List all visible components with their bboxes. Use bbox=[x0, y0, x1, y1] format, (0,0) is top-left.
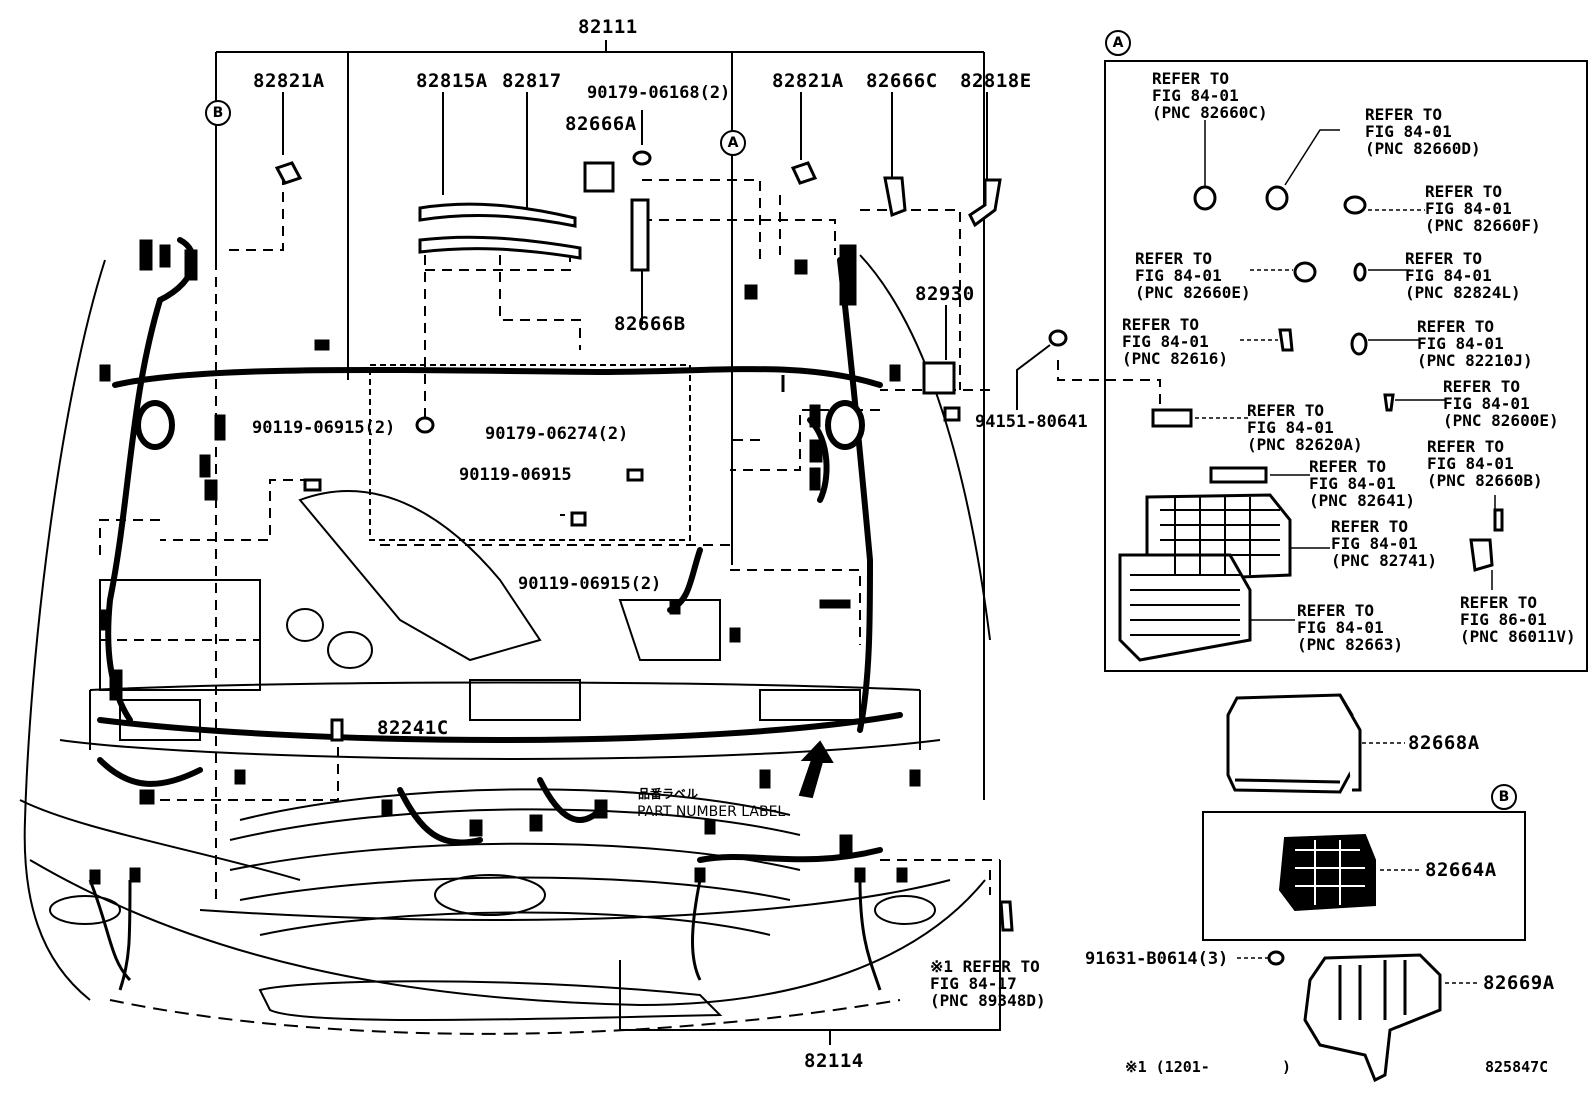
callout-82930: 82930 bbox=[915, 283, 975, 305]
callout-90119-06915: 90119-06915 bbox=[459, 465, 572, 485]
panel-a bbox=[1104, 60, 1588, 672]
ref-82660d: REFER TO FIG 84-01 (PNC 82660D) bbox=[1365, 105, 1481, 158]
callout-82664a: 82664A bbox=[1425, 859, 1497, 881]
ref-82741: REFER TO FIG 84-01 (PNC 82741) bbox=[1331, 517, 1437, 570]
callout-82668a: 82668A bbox=[1408, 732, 1480, 754]
ref-82660c: REFER TO FIG 84-01 (PNC 82660C) bbox=[1152, 69, 1268, 122]
ref-82616: REFER TO FIG 84-01 (PNC 82616) bbox=[1122, 315, 1228, 368]
ref-82660f: REFER TO FIG 84-01 (PNC 82660F) bbox=[1425, 182, 1541, 235]
ref-82600e: REFER TO FIG 84-01 (PNC 82600E) bbox=[1443, 377, 1559, 430]
callout-90119-06915-2-top: 90119-06915(2) bbox=[252, 418, 396, 438]
callout-91631-b0614: 91631-B0614(3) bbox=[1085, 949, 1229, 969]
callout-82815a: 82815A bbox=[416, 70, 488, 92]
ref-82660b: REFER TO FIG 84-01 (PNC 82660B) bbox=[1427, 437, 1543, 490]
ref-82210j: REFER TO FIG 84-01 (PNC 82210J) bbox=[1417, 317, 1533, 370]
callout-82818e: 82818E bbox=[960, 70, 1032, 92]
callout-82666b: 82666B bbox=[614, 313, 686, 335]
ref-86011v: REFER TO FIG 86-01 (PNC 86011V) bbox=[1460, 593, 1576, 646]
ref-82824l: REFER TO FIG 84-01 (PNC 82824L) bbox=[1405, 249, 1521, 302]
figure-code: 825847C bbox=[1485, 1058, 1549, 1076]
ref-82663: REFER TO FIG 84-01 (PNC 82663) bbox=[1297, 601, 1403, 654]
callout-82666c: 82666C bbox=[866, 70, 938, 92]
part-label-en: PART NUMBER LABEL bbox=[637, 804, 786, 820]
marker-a-main: A bbox=[720, 130, 746, 156]
ref-82660e: REFER TO FIG 84-01 (PNC 82660E) bbox=[1135, 249, 1251, 302]
callout-82669a: 82669A bbox=[1483, 972, 1555, 994]
panel-b-marker: B bbox=[1491, 784, 1517, 810]
part-label-jp: 品番ラベル bbox=[638, 787, 699, 801]
panel-b bbox=[1202, 811, 1526, 941]
callout-82111: 82111 bbox=[578, 16, 638, 38]
footnote: ※1 (1201- ) bbox=[1125, 1058, 1292, 1076]
callout-90119-06915-2-bottom: 90119-06915(2) bbox=[518, 574, 662, 594]
callout-82114: 82114 bbox=[804, 1050, 864, 1072]
callout-90179-06168: 90179-06168(2) bbox=[587, 83, 731, 103]
ref-82620a: REFER TO FIG 84-01 (PNC 82620A) bbox=[1247, 401, 1363, 454]
callout-82817: 82817 bbox=[502, 70, 562, 92]
ref-82641: REFER TO FIG 84-01 (PNC 82641) bbox=[1309, 457, 1415, 510]
callout-90179-06274: 90179-06274(2) bbox=[485, 424, 629, 444]
marker-b-main: B bbox=[205, 100, 231, 126]
callout-94151-80641: 94151-80641 bbox=[975, 412, 1088, 432]
note-refer-89348d: ※1 REFER TO FIG 84-17 (PNC 89348D) bbox=[930, 957, 1046, 1010]
callout-82666a: 82666A bbox=[565, 113, 637, 135]
callout-82241c: 82241C bbox=[377, 717, 449, 739]
callout-82821a-left: 82821A bbox=[253, 70, 325, 92]
panel-a-marker: A bbox=[1105, 30, 1131, 56]
callout-82821a-right: 82821A bbox=[772, 70, 844, 92]
